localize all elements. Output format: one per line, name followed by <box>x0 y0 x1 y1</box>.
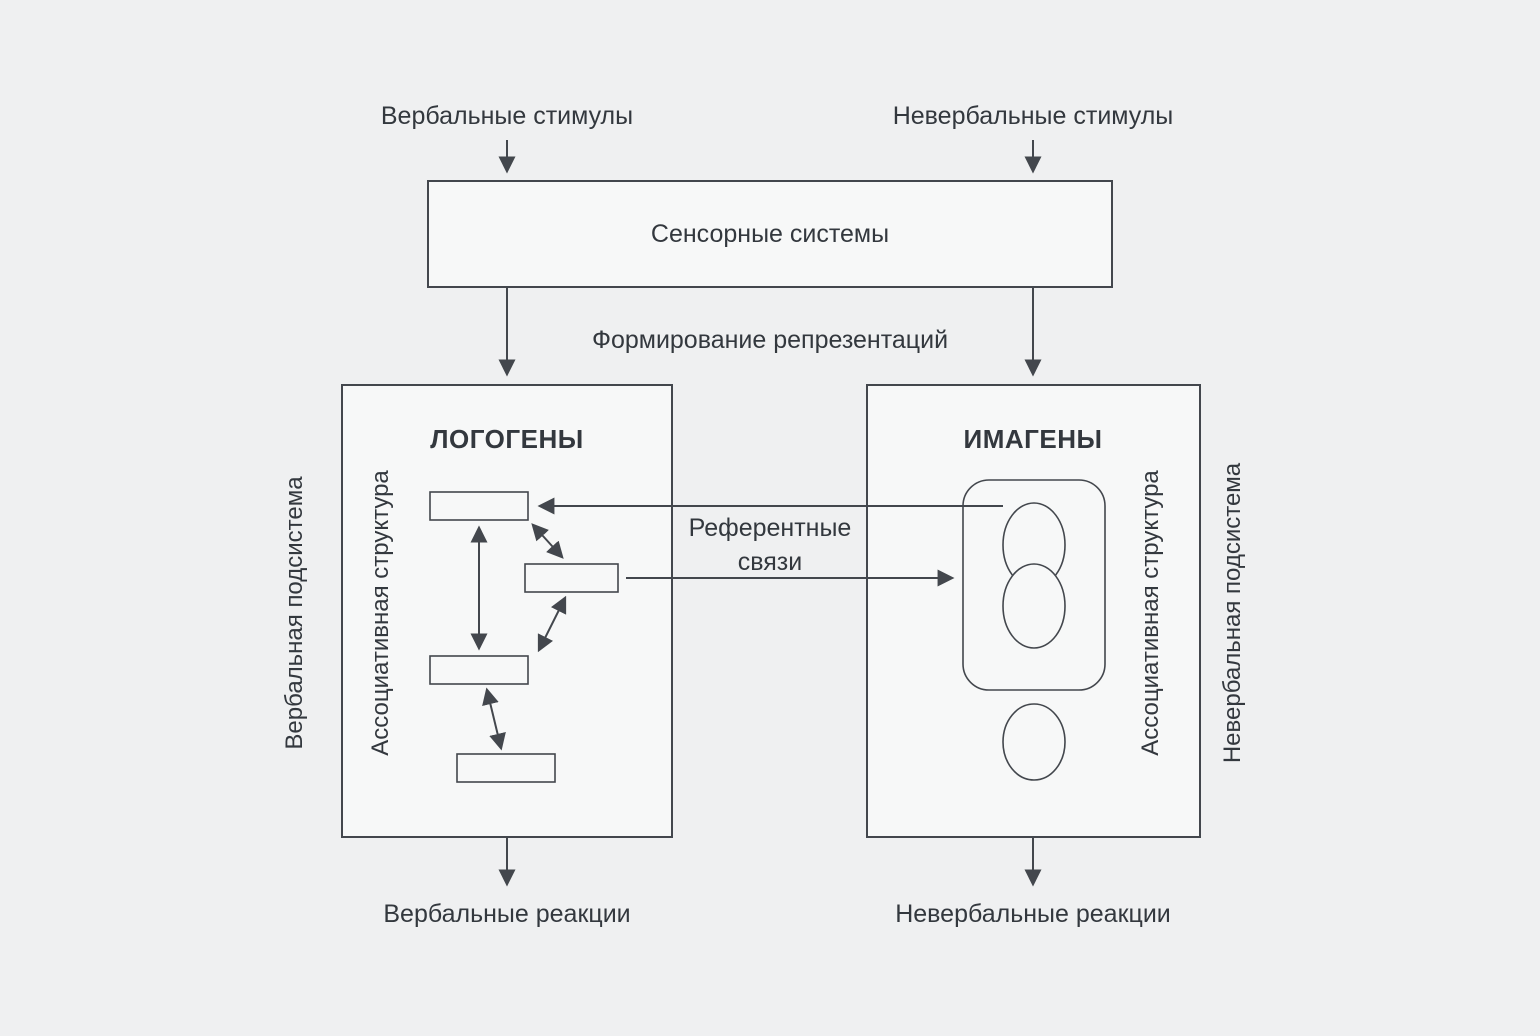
logogen-unit-4 <box>456 753 556 783</box>
logogens-associative-structure-label: Ассоциативная структура <box>367 470 394 756</box>
imagen-unit-bottom <box>1002 563 1066 649</box>
nonverbal-subsystem-label: Невербальная подсистема <box>1219 462 1246 763</box>
referential-links-label-line2: связи <box>738 548 802 576</box>
sensory-systems-box <box>427 180 1113 288</box>
logogen-link-3-4 <box>482 687 506 751</box>
nonverbal-stimuli-label: Невербальные стимулы <box>893 102 1174 130</box>
imagens-associative-structure-label: Ассоциативная структура <box>1137 470 1164 756</box>
verbal-subsystem-label: Вербальная подсистема <box>281 476 308 750</box>
logogen-link-2-3 <box>537 595 567 653</box>
nonverbal-reactions-label: Невербальные реакции <box>895 900 1171 928</box>
logogen-unit-3 <box>429 655 529 685</box>
sensory-systems-label: Сенсорные системы <box>651 220 889 248</box>
representation-formation-label: Формирование репрезентаций <box>592 326 948 354</box>
referential-links-label-line1: Референтные <box>689 514 852 542</box>
logogen-unit-2 <box>524 563 619 593</box>
logogen-link-1-2 <box>531 523 564 559</box>
imagens-title: ИМАГЕНЫ <box>964 424 1103 454</box>
logogens-title: ЛОГОГЕНЫ <box>430 424 583 454</box>
logogen-unit-1 <box>429 491 529 521</box>
verbal-reactions-label: Вербальные реакции <box>383 900 630 928</box>
verbal-stimuli-label: Вербальные стимулы <box>381 102 633 130</box>
imagen-unit-separate <box>1002 703 1066 781</box>
